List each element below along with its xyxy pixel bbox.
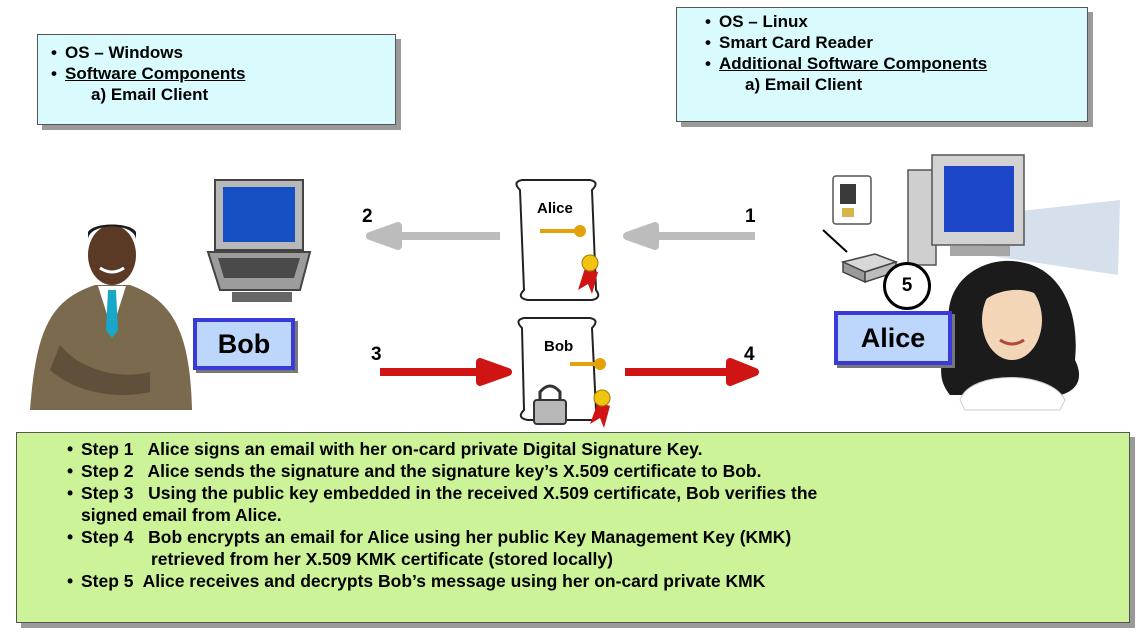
alice-reader-item: •Smart Card Reader (705, 33, 874, 52)
alice-os-item: •OS – Linux (705, 12, 808, 31)
arrow-step-4 (625, 358, 759, 386)
step-number-2: 2 (362, 206, 373, 227)
arrow-step-3 (380, 358, 512, 386)
steps-panel: •Step 1 Alice signs an email with her on… (16, 432, 1130, 623)
bottom-certificate-name: Bob (544, 338, 574, 355)
step-number-5-badge: 5 (883, 262, 931, 310)
bob-os-item: •OS – Windows (51, 43, 183, 62)
step-number-3: 3 (371, 344, 382, 365)
alice-person-illustration (941, 260, 1080, 411)
bob-email-client: a) Email Client (91, 85, 209, 104)
alice-certificate-scroll (515, 179, 600, 301)
card-reader-illustration (840, 253, 899, 284)
bob-name-label: Bob (193, 318, 295, 370)
step-5-item: •Step 5 Alice receives and decrypts Bob’… (67, 571, 766, 591)
step-4-item: •Step 4 Bob encrypts an email for Alice … (67, 527, 792, 569)
bob-person-illustration (30, 224, 192, 410)
alice-email-client: a) Email Client (745, 75, 863, 94)
bob-software-item: •Software Components a) Email Client (51, 64, 246, 104)
smart-card-illustration (832, 175, 872, 225)
alice-software-item: •Additional Software Components a) Email… (705, 54, 988, 94)
step-number-1: 1 (745, 206, 756, 227)
alice-system-panel: •OS – Linux •Smart Card Reader •Addition… (676, 7, 1088, 122)
bob-system-panel: •OS – Windows •Software Components a) Em… (37, 34, 396, 125)
arrow-step-2 (366, 222, 500, 250)
alice-name-label: Alice (834, 311, 952, 365)
step-3-item: •Step 3 Using the public key embedded in… (67, 483, 818, 525)
laptop-illustration (206, 179, 312, 302)
step-number-4: 4 (744, 344, 755, 365)
arrow-step-1 (623, 222, 755, 250)
top-certificate-name: Alice (537, 200, 573, 217)
step-1-item: •Step 1 Alice signs an email with her on… (67, 439, 703, 459)
step-2-item: •Step 2 Alice sends the signature and th… (67, 461, 762, 481)
bob-certificate-scroll (517, 317, 611, 428)
card-insert-arrow (822, 229, 848, 253)
desktop-computer-illustration (907, 154, 1120, 275)
